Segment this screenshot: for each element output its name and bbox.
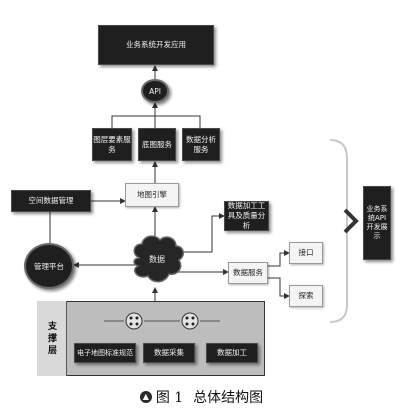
search-box: 探索 xyxy=(289,285,323,307)
support-item-processing: 数据加工 xyxy=(206,343,258,363)
figure-caption: ▲ 图 1 总体结构图 xyxy=(0,385,403,409)
map-engine-box: 地图引擎 xyxy=(125,183,179,207)
interface-box: 接口 xyxy=(289,242,323,264)
basemap-service-box: 底图服务 xyxy=(138,128,176,161)
support-item-collection: 数据采集 xyxy=(143,343,195,363)
api-node: API xyxy=(141,79,169,103)
arrow-up-icon: ▲ xyxy=(139,391,152,403)
figure-title: 总体结构图 xyxy=(193,390,264,406)
data-service-box: 数据服务 xyxy=(228,262,268,284)
spatial-mgmt-box: 空间数据管理 xyxy=(11,190,91,212)
analysis-service-box: 数据分析服务 xyxy=(182,128,220,161)
figure-number: 图 1 xyxy=(155,390,184,406)
mgmt-platform-node: 管理平台 xyxy=(24,243,74,289)
data-cloud-shape xyxy=(133,235,184,283)
support-item-standards: 电子地图标准规范 xyxy=(74,343,136,363)
processing-quality-box: 数据加工工具及质量分析 xyxy=(224,201,269,231)
support-icons xyxy=(104,312,220,330)
right-panel-box: 业务系统API开发展示 xyxy=(363,186,391,260)
support-layer-panel xyxy=(37,301,265,376)
data-cloud-label: 数据 xyxy=(149,255,165,264)
support-layer-label: 支撑层 xyxy=(37,301,67,376)
app-dev-box: 业务系统开发应用 xyxy=(98,25,214,65)
layer-service-box: 图层要素服务 xyxy=(92,128,132,161)
